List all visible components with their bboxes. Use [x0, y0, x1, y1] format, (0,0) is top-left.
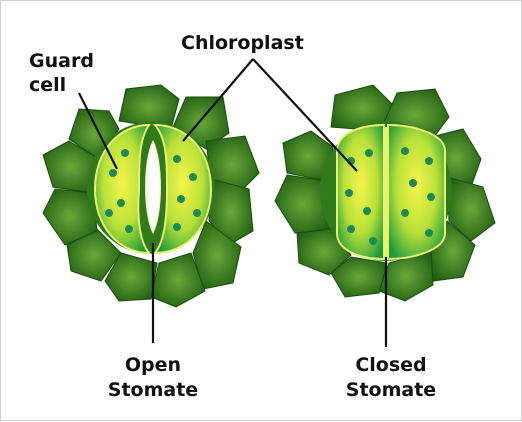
chloroplast-dot — [425, 157, 433, 165]
chloroplast-dot — [125, 225, 133, 233]
chloroplast-dot — [401, 147, 409, 155]
chloroplast-dot — [347, 225, 355, 233]
chloroplast-dot — [173, 223, 181, 231]
closed-stomate-label-line1: Closed — [355, 354, 426, 376]
chloroplast-dot — [425, 229, 433, 237]
chloroplast-dot — [409, 179, 417, 187]
chloroplast-dot — [401, 209, 409, 217]
chloroplast-dot — [177, 195, 185, 203]
closed-guard-cell-left — [337, 125, 384, 259]
chloroplast-label: Chloroplast — [181, 32, 304, 54]
closed-stomate-label-line2: Stomate — [346, 379, 436, 401]
chloroplast-dot — [427, 193, 435, 201]
chloroplast-dot — [121, 149, 129, 157]
open-stomate-label-line1: Open — [125, 354, 181, 376]
guard-cell-label-line2: cell — [29, 74, 66, 96]
chloroplast-dot — [365, 149, 373, 157]
open-stomate-label-line2: Stomate — [108, 379, 198, 401]
chloroplast-dot — [363, 207, 371, 215]
chloroplast-dot — [105, 209, 113, 217]
open-stomate — [43, 85, 259, 307]
chloroplast-dot — [173, 155, 181, 163]
chloroplast-dot — [109, 169, 117, 177]
chloroplast-dot — [345, 189, 353, 197]
chloroplast-dot — [369, 237, 377, 245]
guard-cell-label-line1: Guard — [29, 50, 94, 72]
chloroplast-dot — [117, 199, 125, 207]
chloroplast-dot — [189, 173, 197, 181]
closed-guard-cell-right — [388, 125, 445, 259]
chloroplast-dot — [193, 209, 201, 217]
